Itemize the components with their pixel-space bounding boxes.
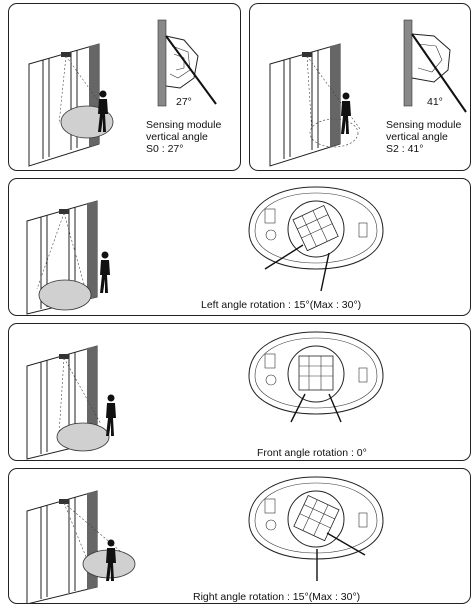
- caption-line-2: vertical angle: [386, 131, 448, 143]
- caption-line-3: S0 : 27°: [146, 143, 183, 155]
- vertical-angle-label: 27°: [175, 96, 193, 108]
- sensor-module-icon: [241, 183, 391, 293]
- sensor-module-icon: [241, 473, 391, 583]
- panel-vertical-angle-s2: 41° Sensing module vertical angle S2 : 4…: [249, 3, 471, 171]
- panel-front-rotation: Front angle rotation : 0°: [8, 323, 471, 461]
- person-icon: [338, 92, 354, 136]
- caption-left-rotation: Left angle rotation : 15°(Max : 30°): [201, 299, 361, 311]
- sensor-module-icon: [154, 16, 234, 116]
- panel-left-rotation: Left angle rotation : 15°(Max : 30°): [8, 178, 471, 316]
- caption-line-3: S2 : 41°: [386, 143, 423, 155]
- person-icon: [97, 251, 113, 295]
- panel-vertical-angle-s0: 27° Sensing module vertical angle S0 : 2…: [8, 3, 241, 171]
- vertical-angle-label: 41°: [426, 96, 444, 108]
- person-icon: [95, 90, 111, 134]
- caption-line-2: vertical angle: [146, 131, 208, 143]
- person-icon: [103, 394, 119, 438]
- caption-front-rotation: Front angle rotation : 0°: [257, 447, 367, 459]
- panel-right-rotation: Right angle rotation : 15°(Max : 30°): [8, 468, 471, 604]
- caption-line-1: Sensing module: [146, 119, 221, 131]
- person-icon: [103, 539, 119, 583]
- sensor-module-icon: [241, 328, 391, 438]
- detection-area-icon: [37, 275, 93, 315]
- caption-line-1: Sensing module: [386, 119, 461, 131]
- caption-right-rotation: Right angle rotation : 15°(Max : 30°): [193, 591, 360, 603]
- automatic-door-icon: [9, 469, 129, 604]
